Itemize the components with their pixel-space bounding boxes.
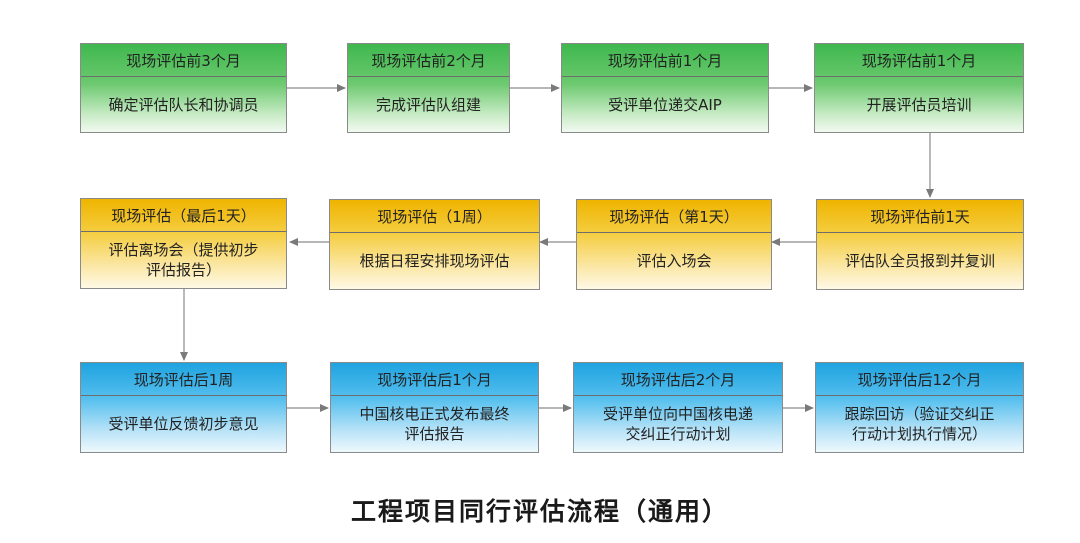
step-box-2: 现场评估前2个月 完成评估队组建	[347, 43, 510, 133]
step-body-line: 根据日程安排现场评估	[359, 252, 510, 270]
step-header: 现场评估后2个月	[574, 363, 782, 396]
step-box-1: 现场评估前3个月 确定评估队长和协调员	[80, 43, 287, 133]
step-body-line: 评估报告）	[145, 261, 221, 279]
step-box-10: 现场评估后1个月 中国核电正式发布最终 评估报告	[330, 362, 539, 453]
step-body: 完成评估队组建	[348, 77, 509, 132]
step-header: 现场评估后12个月	[816, 363, 1023, 396]
step-box-8: 现场评估（最后1天） 评估离场会（提供初步 评估报告）	[80, 198, 287, 289]
diagram-title: 工程项目同行评估流程（通用）	[350, 497, 729, 526]
step-box-5: 现场评估前1天 评估队全员报到并复训	[816, 199, 1024, 290]
step-body-line: 评估入场会	[636, 252, 712, 270]
step-body: 根据日程安排现场评估	[330, 233, 539, 289]
step-header: 现场评估（第1天）	[577, 200, 771, 233]
step-body: 开展评估员培训	[815, 77, 1023, 132]
step-header: 现场评估前3个月	[81, 44, 286, 77]
step-body-line: 完成评估队组建	[375, 95, 481, 114]
step-box-4: 现场评估前1个月 开展评估员培训	[814, 43, 1024, 133]
step-header: 现场评估前1个月	[815, 44, 1023, 77]
step-box-11: 现场评估后2个月 受评单位向中国核电递 交纠正行动计划	[573, 362, 783, 453]
step-body: 评估入场会	[577, 233, 771, 289]
step-header: 现场评估前2个月	[348, 44, 509, 77]
step-box-7: 现场评估（1周） 根据日程安排现场评估	[329, 199, 540, 290]
step-body-line: 跟踪回访（验证交纠正	[844, 405, 995, 423]
step-body-line: 受评单位向中国核电递	[602, 405, 753, 423]
step-body: 受评单位递交AIP	[562, 77, 768, 132]
step-body: 评估队全员报到并复训	[817, 233, 1023, 289]
step-header: 现场评估前1个月	[562, 44, 768, 77]
step-header: 现场评估（1周）	[330, 200, 539, 233]
step-box-3: 现场评估前1个月 受评单位递交AIP	[561, 43, 769, 133]
step-body: 受评单位反馈初步意见	[81, 396, 286, 452]
step-body-line: 评估队全员报到并复训	[844, 252, 995, 270]
step-body: 跟踪回访（验证交纠正 行动计划执行情况）	[816, 396, 1023, 452]
step-box-6: 现场评估（第1天） 评估入场会	[576, 199, 772, 290]
step-body-line: 确定评估队长和协调员	[108, 95, 259, 114]
step-body: 受评单位向中国核电递 交纠正行动计划	[574, 396, 782, 452]
step-header: 现场评估（最后1天）	[81, 199, 286, 232]
step-body-line: 评估报告	[404, 425, 465, 443]
step-body: 中国核电正式发布最终 评估报告	[331, 396, 538, 452]
step-body-line: 受评单位递交AIP	[608, 95, 722, 114]
step-box-9: 现场评估后1周 受评单位反馈初步意见	[80, 362, 287, 453]
step-header: 现场评估后1周	[81, 363, 286, 396]
step-box-12: 现场评估后12个月 跟踪回访（验证交纠正 行动计划执行情况）	[815, 362, 1024, 453]
step-body-line: 交纠正行动计划	[625, 425, 731, 443]
step-body-line: 开展评估员培训	[866, 95, 972, 114]
step-body-line: 行动计划执行情况）	[851, 425, 987, 443]
step-header: 现场评估后1个月	[331, 363, 538, 396]
step-body-line: 受评单位反馈初步意见	[108, 415, 259, 433]
step-body: 确定评估队长和协调员	[81, 77, 286, 132]
step-body-line: 评估离场会（提供初步	[108, 241, 259, 259]
step-body: 评估离场会（提供初步 评估报告）	[81, 232, 286, 288]
step-header: 现场评估前1天	[817, 200, 1023, 233]
step-body-line: 中国核电正式发布最终	[359, 405, 510, 423]
